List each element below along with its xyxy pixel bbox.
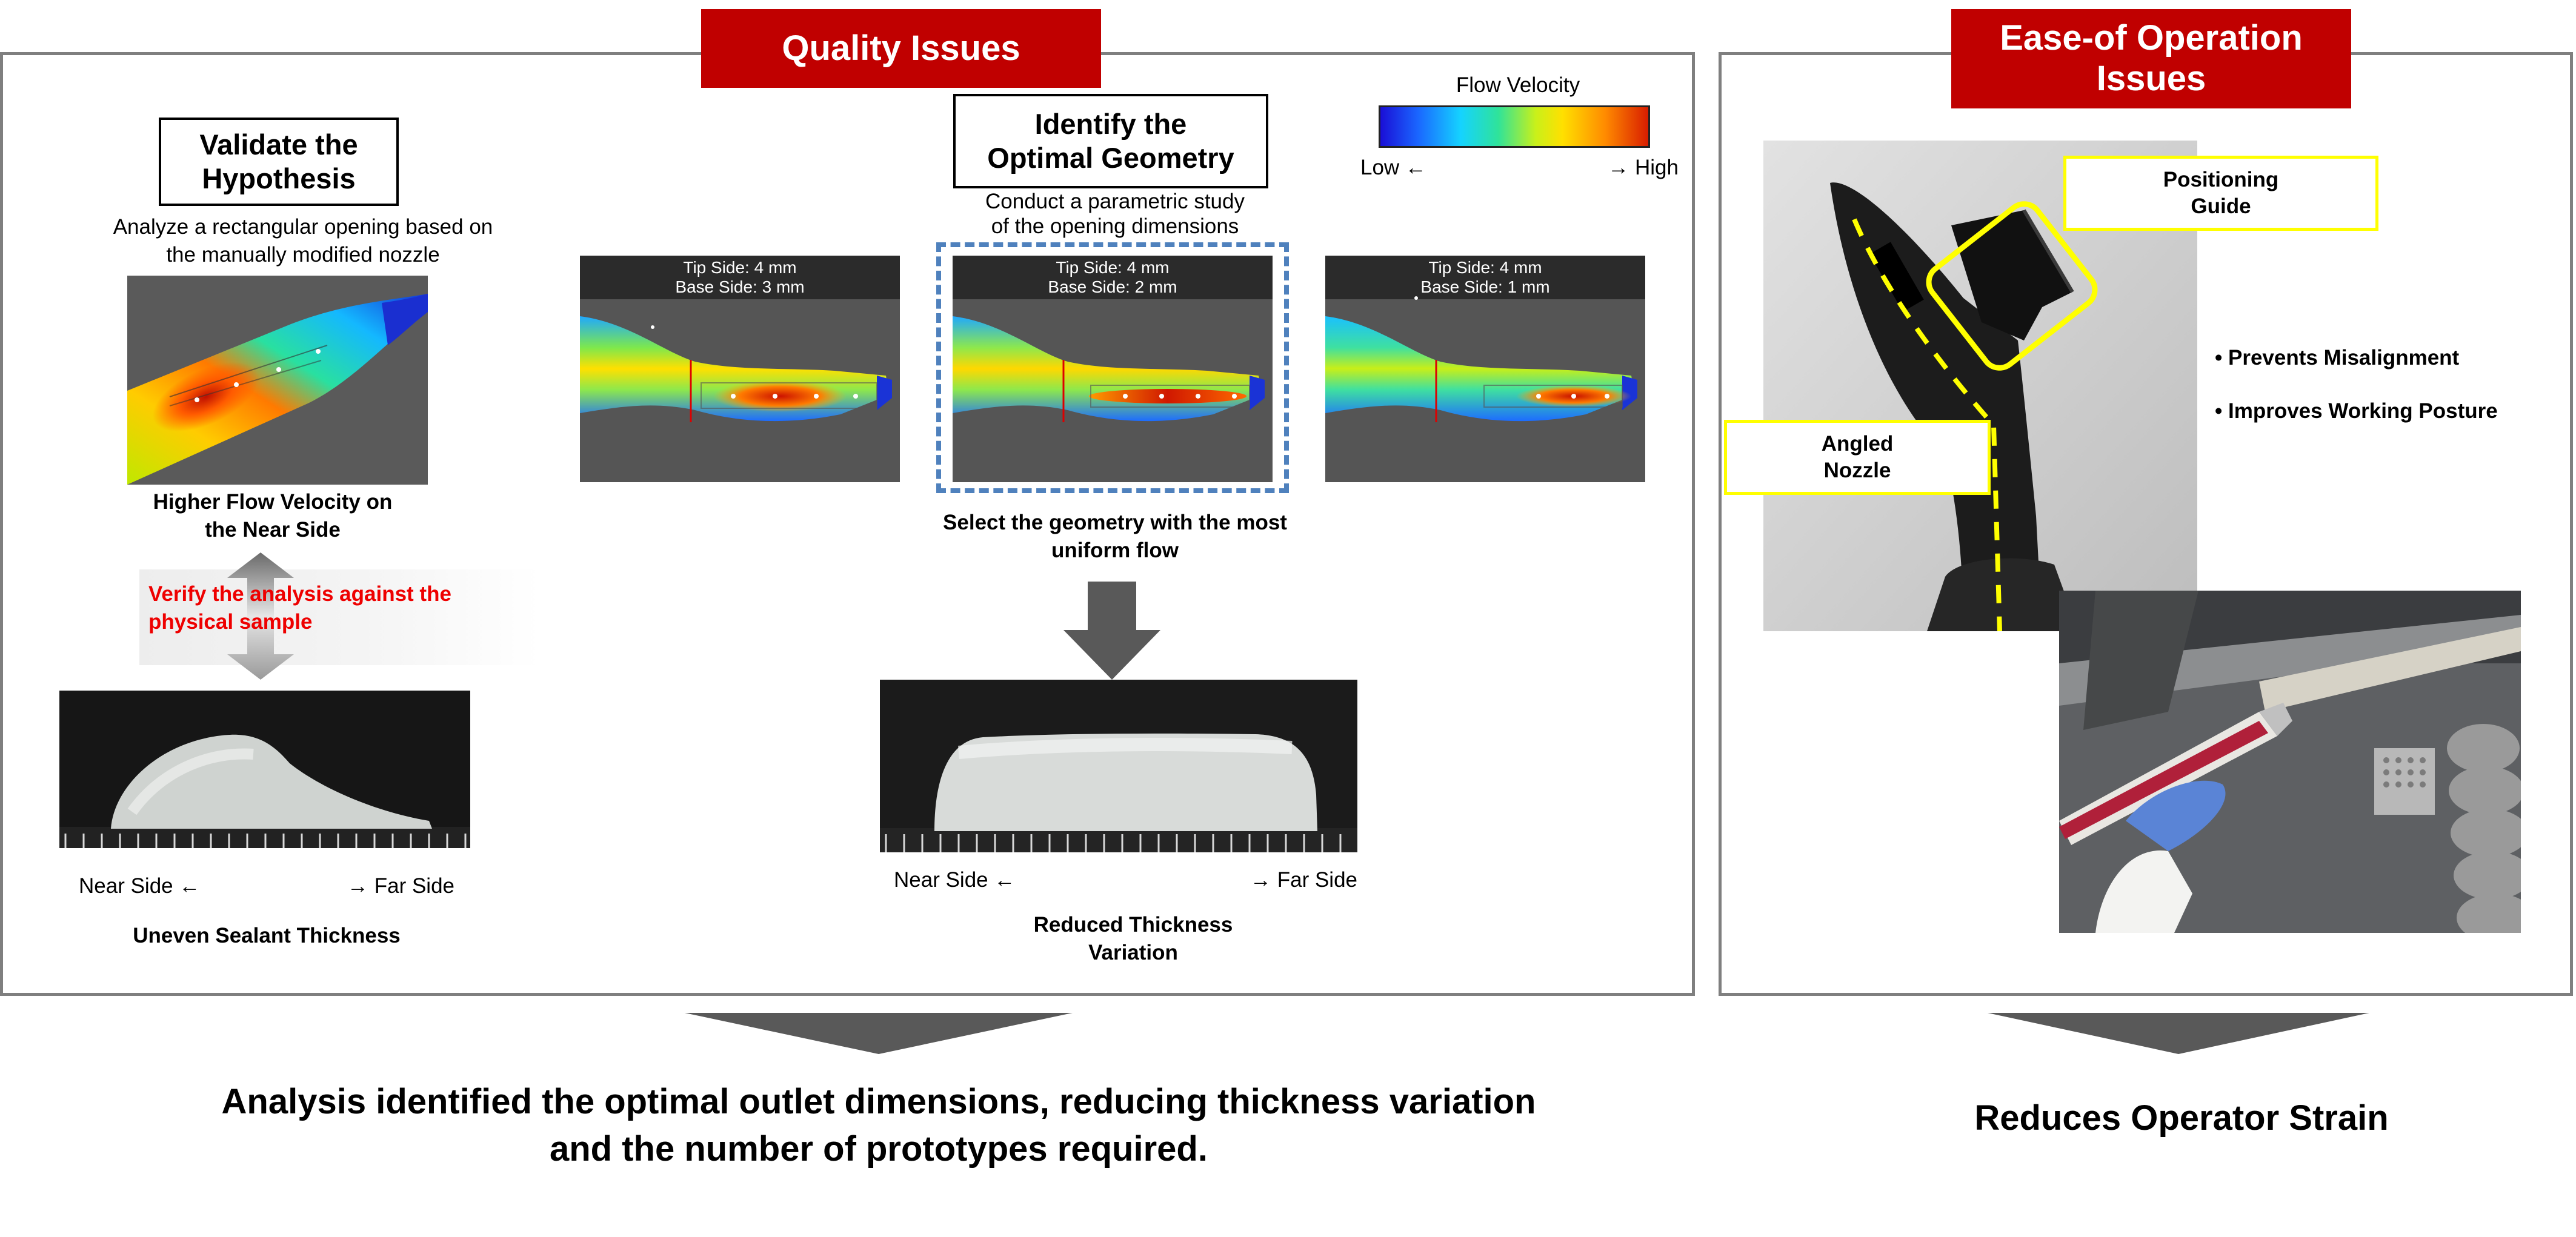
- case-2-tip: Tip Side: 4 mm: [1056, 258, 1170, 277]
- uniform-near-side: Near Side ←: [894, 868, 1016, 892]
- positioning-line2: Guide: [2191, 194, 2251, 218]
- validate-result-line2: the Near Side: [205, 517, 341, 542]
- identify-title-line2: Optimal Geometry: [987, 142, 1234, 174]
- quality-summary-line1: Analysis identified the optimal outlet d…: [221, 1082, 1536, 1121]
- ease-tag-line1: Ease-of Operation: [2000, 18, 2303, 58]
- reduced-variation-text: Reduced Thickness Variation: [951, 911, 1315, 966]
- operator-scene: [2059, 591, 2521, 933]
- positioning-line1: Positioning: [2163, 168, 2279, 192]
- quality-summary-text: Analysis identified the optimal outlet d…: [91, 1078, 1666, 1173]
- quality-issues-tag-text: Quality Issues: [782, 28, 1020, 68]
- identify-desc-line1: Conduct a parametric study: [985, 190, 1245, 213]
- uneven-sealant-bead: [59, 691, 470, 848]
- case-1-render: [580, 316, 892, 422]
- identify-geometry-box: Identify the Optimal Geometry: [953, 94, 1268, 188]
- quality-summary-line2: and the number of prototypes required.: [550, 1129, 1208, 1169]
- case-1-base: Base Side: 3 mm: [675, 277, 805, 297]
- simulation-case-base-3mm: Tip Side: 4 mm Base Side: 3 mm: [580, 256, 900, 482]
- angled-line2: Nozzle: [1823, 459, 1891, 482]
- verify-double-arrow: [227, 552, 294, 680]
- ease-summary-text: Reduces Operator Strain: [1974, 1098, 2389, 1138]
- identify-title-line1: Identify the: [1034, 107, 1187, 140]
- uneven-near-side: Near Side ←: [79, 874, 201, 898]
- uniform-far-side: → Far Side: [1250, 868, 1357, 892]
- case-1-label: Tip Side: 4 mm Base Side: 3 mm: [580, 256, 900, 300]
- operator-application-photo: [2059, 591, 2521, 933]
- case-1-tip: Tip Side: 4 mm: [683, 258, 797, 277]
- flow-velocity-low: Low ←: [1360, 156, 1426, 179]
- flow-velocity-high: → High: [1608, 156, 1679, 179]
- validate-simulation-image: [127, 276, 428, 485]
- down-arrow-to-result: [1063, 582, 1160, 680]
- validate-hypothesis-box: Validate the Hypothesis: [159, 118, 399, 206]
- validate-result: Higher Flow Velocity on the Near Side: [97, 488, 448, 543]
- uniform-sealant-photo: [880, 680, 1357, 852]
- case-3-tip: Tip Side: 4 mm: [1428, 258, 1542, 277]
- case-3-base: Base Side: 1 mm: [1420, 277, 1550, 297]
- case-2-label: Tip Side: 4 mm Base Side: 2 mm: [953, 256, 1273, 300]
- case-3-render: [1325, 296, 1637, 422]
- ease-of-operation-tag: Ease-of Operation Issues: [1951, 9, 2351, 108]
- select-line1: Select the geometry with the most: [943, 511, 1287, 534]
- verify-line1: Verify the analysis against the: [148, 582, 451, 606]
- uneven-sealant-photo: [59, 691, 470, 848]
- select-line2: uniform flow: [1051, 538, 1179, 562]
- case-2-base: Base Side: 2 mm: [1048, 277, 1177, 297]
- identify-description: Conduct a parametric study of the openin…: [897, 189, 1333, 239]
- ease-summary-chevron: [1988, 1013, 2369, 1054]
- validate-desc-line2: the manually modified nozzle: [166, 242, 440, 267]
- validate-result-line1: Higher Flow Velocity on: [153, 490, 393, 514]
- case-3-label: Tip Side: 4 mm Base Side: 1 mm: [1325, 256, 1645, 300]
- select-geometry-text: Select the geometry with the most unifor…: [873, 509, 1357, 564]
- validate-description: Analyze a rectangular opening based on t…: [79, 213, 527, 268]
- angled-nozzle-label: Angled Nozzle: [1724, 420, 1991, 495]
- case-2-render: [953, 316, 1265, 422]
- simulation-case-base-2mm: Tip Side: 4 mm Base Side: 2 mm: [953, 256, 1273, 482]
- uniform-sealant-bead: [880, 680, 1357, 852]
- result-line1: Reduced Thickness: [1033, 913, 1233, 937]
- angled-line1: Angled: [1821, 432, 1894, 456]
- quality-issues-tag: Quality Issues: [701, 9, 1101, 88]
- uneven-far-side: → Far Side: [347, 874, 454, 898]
- verify-line2: physical sample: [148, 609, 313, 634]
- validate-desc-line1: Analyze a rectangular opening based on: [113, 215, 493, 239]
- quality-summary-chevron: [685, 1013, 1073, 1054]
- result-line2: Variation: [1088, 940, 1178, 964]
- selected-case-highlight: [936, 242, 1289, 493]
- ease-tag-line2: Issues: [2096, 59, 2206, 98]
- benefit-improves-posture: • Improves Working Posture: [2215, 399, 2498, 423]
- benefit-prevents-misalignment: • Prevents Misalignment: [2215, 346, 2460, 370]
- positioning-guide-label: Positioning Guide: [2063, 156, 2378, 231]
- nozzle-flow-render: [127, 294, 428, 485]
- flow-velocity-legend-title: Flow Velocity: [1456, 73, 1580, 97]
- verify-band: [139, 569, 539, 665]
- validate-title-line2: Hypothesis: [202, 162, 356, 194]
- verify-text: Verify the analysis against the physical…: [148, 580, 524, 635]
- validate-title-line1: Validate the: [199, 128, 358, 161]
- identify-desc-line2: of the opening dimensions: [991, 214, 1239, 239]
- angled-nozzle-photo: [1763, 141, 2197, 631]
- simulation-case-base-1mm: Tip Side: 4 mm Base Side: 1 mm: [1325, 256, 1645, 482]
- uneven-conclusion: Uneven Sealant Thickness: [133, 924, 401, 947]
- flow-velocity-colorbar: [1379, 105, 1650, 148]
